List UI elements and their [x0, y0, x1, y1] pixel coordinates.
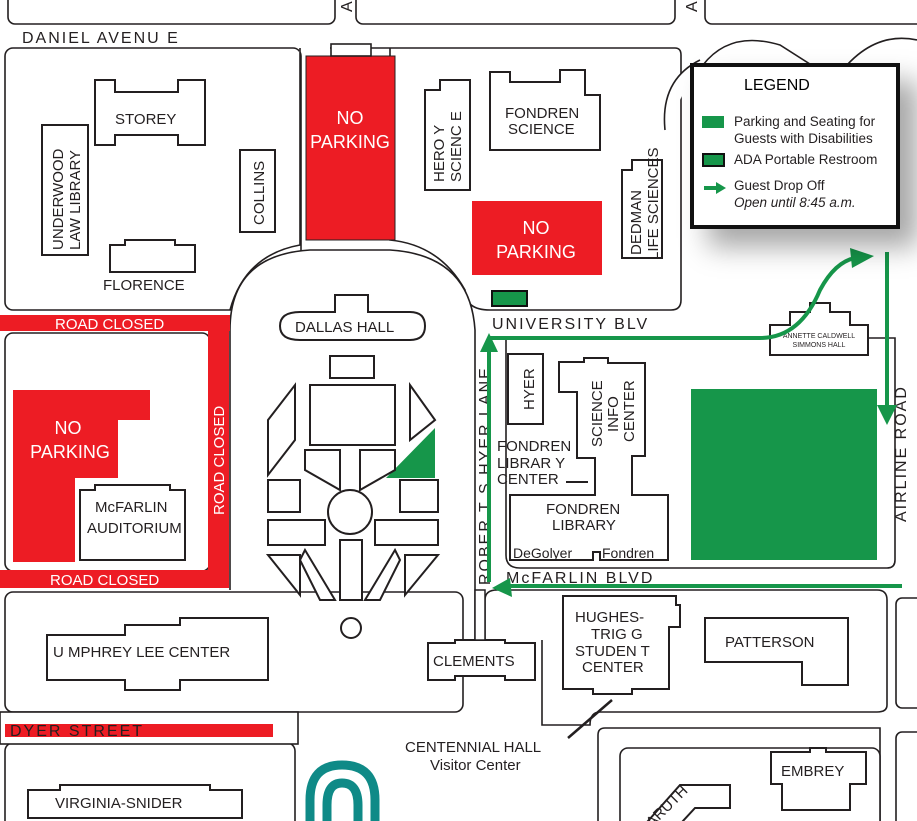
building-label-underwood: UNDERWOOD [50, 148, 67, 250]
building-label-fondren-science: FONDREN [505, 105, 579, 122]
buildings: STOREY UNDERWOOD LAW LIBRARY COLLINS FLO… [27, 69, 869, 821]
ada-restroom [491, 290, 528, 307]
building-label-hero-science: HERO Y [431, 125, 448, 182]
building-label-florence: FLORENCE [103, 277, 185, 294]
legend-label: Open until 8:45 a.m. [734, 195, 856, 210]
building-label-storey: STOREY [115, 111, 176, 128]
building-label-mcfarlin: AUDITORIUM [87, 520, 182, 537]
building-label-underwood: LAW LIBRARY [67, 150, 84, 250]
building-label-fondren-library-center: LIBRAR Y [497, 455, 565, 472]
legend-label: ADA Portable Restroom [734, 152, 878, 167]
road-closures: ROAD CLOSED ROAD CLOSED ROAD CLOSED [0, 315, 273, 737]
no-parking-label: PARKING [496, 242, 576, 262]
no-parking-zones: NO PARKING NO PARKING NO PARKING [13, 43, 602, 562]
road-closed-label: ROAD CLOSED [50, 572, 159, 589]
building-label-virginia-snider: VIRGINIA-SNIDER [55, 795, 183, 812]
road-label-hyer-lane: ROBER T S HYER LANE [477, 366, 494, 585]
no-parking-label: NO [55, 418, 82, 438]
building-label-fondren: Fondren [602, 545, 654, 561]
building-label-fondren-library: FONDREN [546, 501, 620, 518]
road-closed-label: ROAD CLOSED [211, 406, 228, 515]
building-label-fondren-library: LIBRARY [552, 517, 616, 534]
building-label-clements: CLEMENTS [433, 653, 515, 670]
building-label-hughes-trigg: STUDEN T [575, 643, 650, 660]
building-label-hyer: HYER [521, 368, 538, 410]
no-parking-label: PARKING [30, 442, 110, 462]
no-parking-label: PARKING [310, 132, 390, 152]
dallas-hall-quad: DALLAS HALL [265, 294, 441, 639]
arrow-down-icon [877, 405, 897, 425]
building-label-umphrey-lee: U MPHREY LEE CENTER [53, 644, 230, 661]
building-label-simmons: SIMMONS HALL [793, 342, 846, 349]
road-label-a: A [684, 0, 701, 12]
road-label-airline: AIRLINE ROAD [893, 385, 910, 522]
building-label-hughes-trigg: TRIG G [591, 626, 643, 643]
building-label-embrey: EMBREY [781, 763, 844, 780]
legend-label: Guests with Disabilities [734, 131, 873, 146]
building-label-hughes-trigg: CENTER [582, 659, 644, 676]
building-label-dallas-hall: DALLAS HALL [295, 319, 394, 336]
drop-off-arrow [489, 256, 856, 340]
building-label-dedman: DEDMAN [628, 190, 645, 255]
building-label-centennial: CENTENNIAL HALL [405, 739, 541, 756]
building-label-centennial: Visitor Center [430, 757, 521, 774]
building-label-science-info: CENTER [621, 380, 638, 442]
building-label-collins: COLLINS [251, 161, 268, 225]
building-label-hero-science: SCIENC E [448, 111, 465, 182]
building-label-fondren-library-center: FONDREN [497, 438, 571, 455]
legend-label: Guest Drop Off [734, 178, 825, 193]
legend-label: Parking and Seating for [734, 114, 876, 129]
building-label-dedman: LIFE SCIENCES [645, 147, 662, 260]
road-label-mcfarlin: McFARLIN BLVD [506, 570, 654, 587]
legend-title: LEGEND [744, 77, 810, 94]
road-label-daniel: DANIEL AVENU E [22, 30, 180, 47]
road-closed-label: ROAD CLOSED [55, 316, 164, 333]
building-label-fondren-library-center: CENTER [497, 471, 559, 488]
building-label-simmons: ANNETTE CALDWELL [783, 333, 855, 340]
green-outlined-swatch-icon [702, 153, 725, 167]
building-label-mcfarlin: McFARLIN [95, 499, 168, 516]
road-label-dyer: DYER STREET [10, 723, 144, 740]
building-label-degolyer: DeGolyer [513, 545, 572, 561]
building-label-science-info: SCIENCE [589, 380, 606, 447]
no-parking-label: NO [337, 108, 364, 128]
road-label-a: A [339, 0, 356, 12]
building-label-patterson: PATTERSON [725, 634, 814, 651]
university-logo [305, 760, 380, 821]
guest-drop-off-route [480, 248, 902, 597]
building-label-fondren-science: SCIENCE [508, 121, 575, 138]
green-swatch-icon [702, 116, 724, 128]
road-label-university: UNIVERSITY BLV [492, 316, 649, 333]
accessible-parking [386, 290, 877, 560]
arrow-up-icon [480, 333, 498, 352]
building-label-science-info: INFO [605, 396, 622, 432]
arrow-right-icon [850, 248, 874, 268]
arrow-left-icon [492, 578, 512, 597]
building-label-hughes-trigg: HUGHES- [575, 609, 644, 626]
no-parking-label: NO [523, 218, 550, 238]
map-legend: LEGEND Parking and Seating for Guests wi… [690, 63, 900, 229]
road-labels: DANIEL AVENU E A A UNIVERSITY BLV ROBER … [10, 0, 910, 740]
green-arrow-icon [704, 182, 726, 194]
